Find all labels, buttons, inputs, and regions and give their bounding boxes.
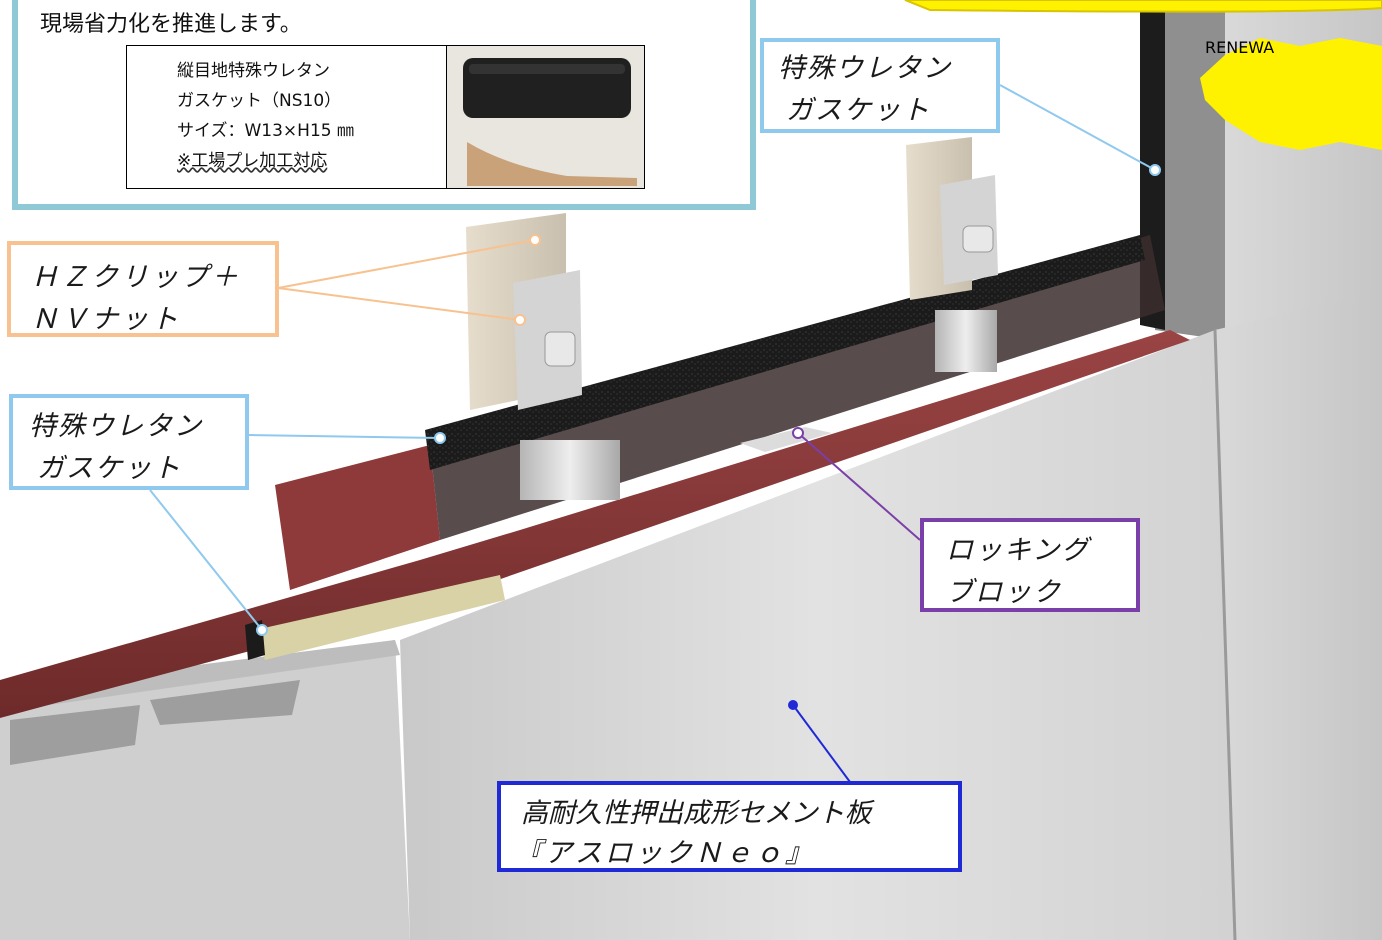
callout-line: ＨＺクリップ＋ [31,262,241,293]
locking-block [740,427,832,452]
callout-locking-block: ロッキング ブロック [920,518,1140,612]
bolt [544,331,576,367]
callout-line: ガスケット [786,95,931,126]
top-banner [904,0,1382,13]
leader-line [277,287,521,321]
leader-line [247,434,441,439]
callout-hz-clip: ＨＺクリップ＋ ＮＶナット [7,241,279,337]
spec-line: 縦目地特殊ウレタン [177,61,330,81]
anchor-dot [529,234,541,246]
callout-line: ガスケット [37,453,182,484]
panel-top-edge [0,640,400,712]
intro-text: 現場省力化を推進します。 [40,12,302,37]
callout-gasket-top: 特殊ウレタン ガスケット [760,38,1000,133]
bolt [962,225,994,253]
leader-line [792,704,851,783]
anchor-dot [514,314,526,326]
metal-block [520,440,620,500]
spec-table: 縦目地特殊ウレタン ガスケット（NS10） サイズ：W13×H15 ㎜ ※工場プ… [126,45,645,189]
callout-line: 高耐久性押出成形セメント板 [521,798,872,829]
metal-block [935,310,997,372]
gasket-photo [447,46,644,188]
spec-line: サイズ：W13×H15 ㎜ [177,121,354,141]
anchor-dot [256,624,268,636]
leader-line [999,84,1156,171]
spec-line: ガスケット（NS10） [177,91,342,111]
anchor-dot [792,427,804,439]
anchor-dot [1149,164,1161,176]
renewal-label: RENEWA [1205,38,1275,57]
leader-line [797,432,921,541]
anchor-dot [434,432,446,444]
insulation [255,575,505,660]
callout-gasket-left: 特殊ウレタン ガスケット [9,394,249,490]
renewal-badge [1200,38,1382,150]
panel-joint [1213,329,1237,940]
callout-line: ＮＶナット [31,304,181,335]
spec-line: ※工場プレ加工対応 [177,151,328,171]
anchor-dot [788,700,798,710]
hollow-core [10,705,140,765]
steel-angle-upright [275,445,440,590]
callout-line: ブロック [946,577,1062,608]
callout-line: 『アスロックＮｅｏ』 [515,838,815,869]
callout-line: 特殊ウレタン [29,411,203,442]
lower-panel-right [1215,290,1382,940]
callout-line: ロッキング [946,535,1091,566]
hollow-core [150,680,300,725]
info-box: 現場省力化を推進します。 縦目地特殊ウレタン ガスケット（NS10） サイズ：W… [12,0,756,210]
spec-text: 縦目地特殊ウレタン ガスケット（NS10） サイズ：W13×H15 ㎜ ※工場プ… [127,46,447,188]
callout-line: 特殊ウレタン [778,53,952,84]
leader-line [149,489,263,631]
leader-line [277,239,536,289]
callout-panel: 高耐久性押出成形セメント板 『アスロックＮｅｏ』 [497,781,962,872]
horizontal-gasket [425,235,1145,470]
